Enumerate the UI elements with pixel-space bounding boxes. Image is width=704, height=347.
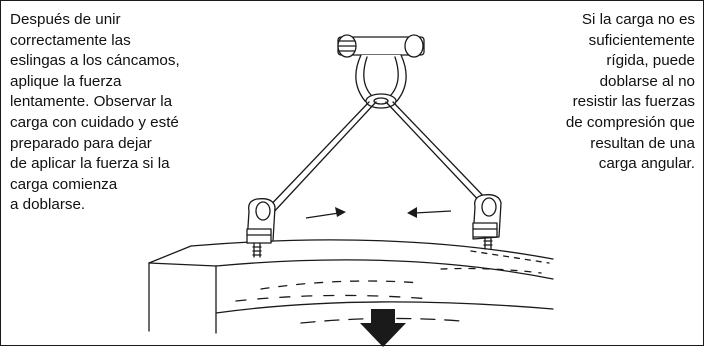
left-note-line: eslingas a los cáncamos, bbox=[10, 52, 180, 70]
shackle-icon bbox=[337, 34, 425, 109]
left-note-line: lentamente. Observar la bbox=[10, 93, 173, 111]
left-note-line: carga comienza bbox=[10, 175, 118, 193]
left-note-line: carga con cuidado y esté bbox=[10, 113, 179, 131]
right-note-line: resultan de una bbox=[590, 134, 695, 152]
right-note-line: resistir las fuerzas bbox=[572, 93, 695, 111]
left-note-line: Después de unir bbox=[10, 11, 121, 28]
eyebolt-icon-right bbox=[472, 194, 502, 250]
right-note-line: rígida, puede bbox=[606, 52, 695, 70]
sling-icon bbox=[262, 101, 493, 216]
left-note: Después de unir correctamente las esling… bbox=[10, 10, 180, 216]
left-note-line: correctamente las bbox=[10, 31, 131, 49]
compression-arrow-icon-right bbox=[407, 207, 452, 218]
down-arrow-icon bbox=[360, 309, 406, 347]
right-note-line: suficientemente bbox=[588, 31, 695, 49]
left-note-line: a doblarse. bbox=[10, 196, 86, 214]
compression-arrow-icon-left bbox=[305, 207, 346, 219]
eyebolt-icon-left bbox=[246, 198, 276, 258]
left-note-line: preparado para dejar bbox=[10, 134, 152, 152]
right-note-line: carga angular. bbox=[598, 155, 695, 173]
left-note-line: de aplicar la fuerza si la bbox=[10, 155, 170, 173]
right-note-line: de compresión que bbox=[565, 113, 695, 131]
load-beam-icon bbox=[148, 239, 554, 334]
left-note-line: aplique la fuerza bbox=[10, 72, 122, 90]
right-note: Si la carga no es suficientemente rígida… bbox=[566, 10, 695, 175]
right-note-line: Si la carga no es bbox=[581, 11, 695, 28]
right-note-line: doblarse al no bbox=[599, 72, 695, 90]
